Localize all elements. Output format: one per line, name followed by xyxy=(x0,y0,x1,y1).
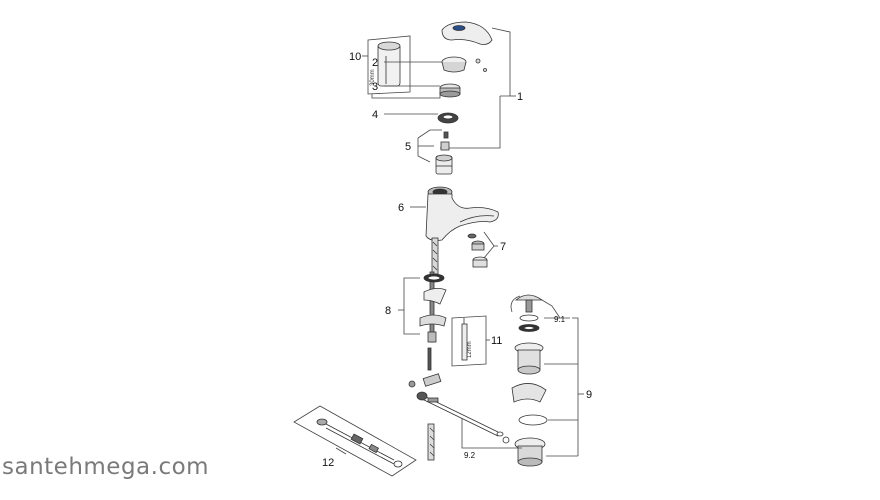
part-12-connection-set xyxy=(293,405,435,477)
part-1-lever-handle xyxy=(441,21,493,72)
part-4-ring xyxy=(437,112,459,124)
callout-9: 9 xyxy=(586,389,592,401)
part-8-mounting-set xyxy=(419,271,447,371)
tool-10-marking: 30mm xyxy=(370,69,376,86)
watermark: santehmega.com xyxy=(2,454,210,480)
part-6-mixer-body xyxy=(425,186,499,275)
part-3-nut xyxy=(439,83,461,98)
pop-up-linkage xyxy=(408,373,510,444)
part-11-tool: 12mm xyxy=(451,315,487,367)
callout-1: 1 xyxy=(517,91,523,103)
callout-2: 2 xyxy=(372,57,378,69)
part-2-cap xyxy=(441,56,467,73)
part-10-tool: 30mm xyxy=(367,35,411,95)
callout-11: 11 xyxy=(491,335,502,347)
callout-12: 12 xyxy=(322,457,334,469)
tool-11-marking: 12mm xyxy=(467,341,473,358)
part-9-waste-set xyxy=(510,294,548,467)
callout-5: 5 xyxy=(405,141,411,153)
callout-3: 3 xyxy=(372,81,378,93)
callout-6: 6 xyxy=(398,202,404,214)
part-5-cartridge xyxy=(435,131,453,175)
callout-8: 8 xyxy=(385,305,391,317)
part-7-aerator xyxy=(467,233,488,268)
callout-10: 10 xyxy=(349,51,361,63)
callout-9-1: 9.1 xyxy=(554,315,566,324)
callout-7: 7 xyxy=(500,241,506,253)
callout-4: 4 xyxy=(372,109,378,121)
callout-9-2: 9.2 xyxy=(464,451,476,460)
